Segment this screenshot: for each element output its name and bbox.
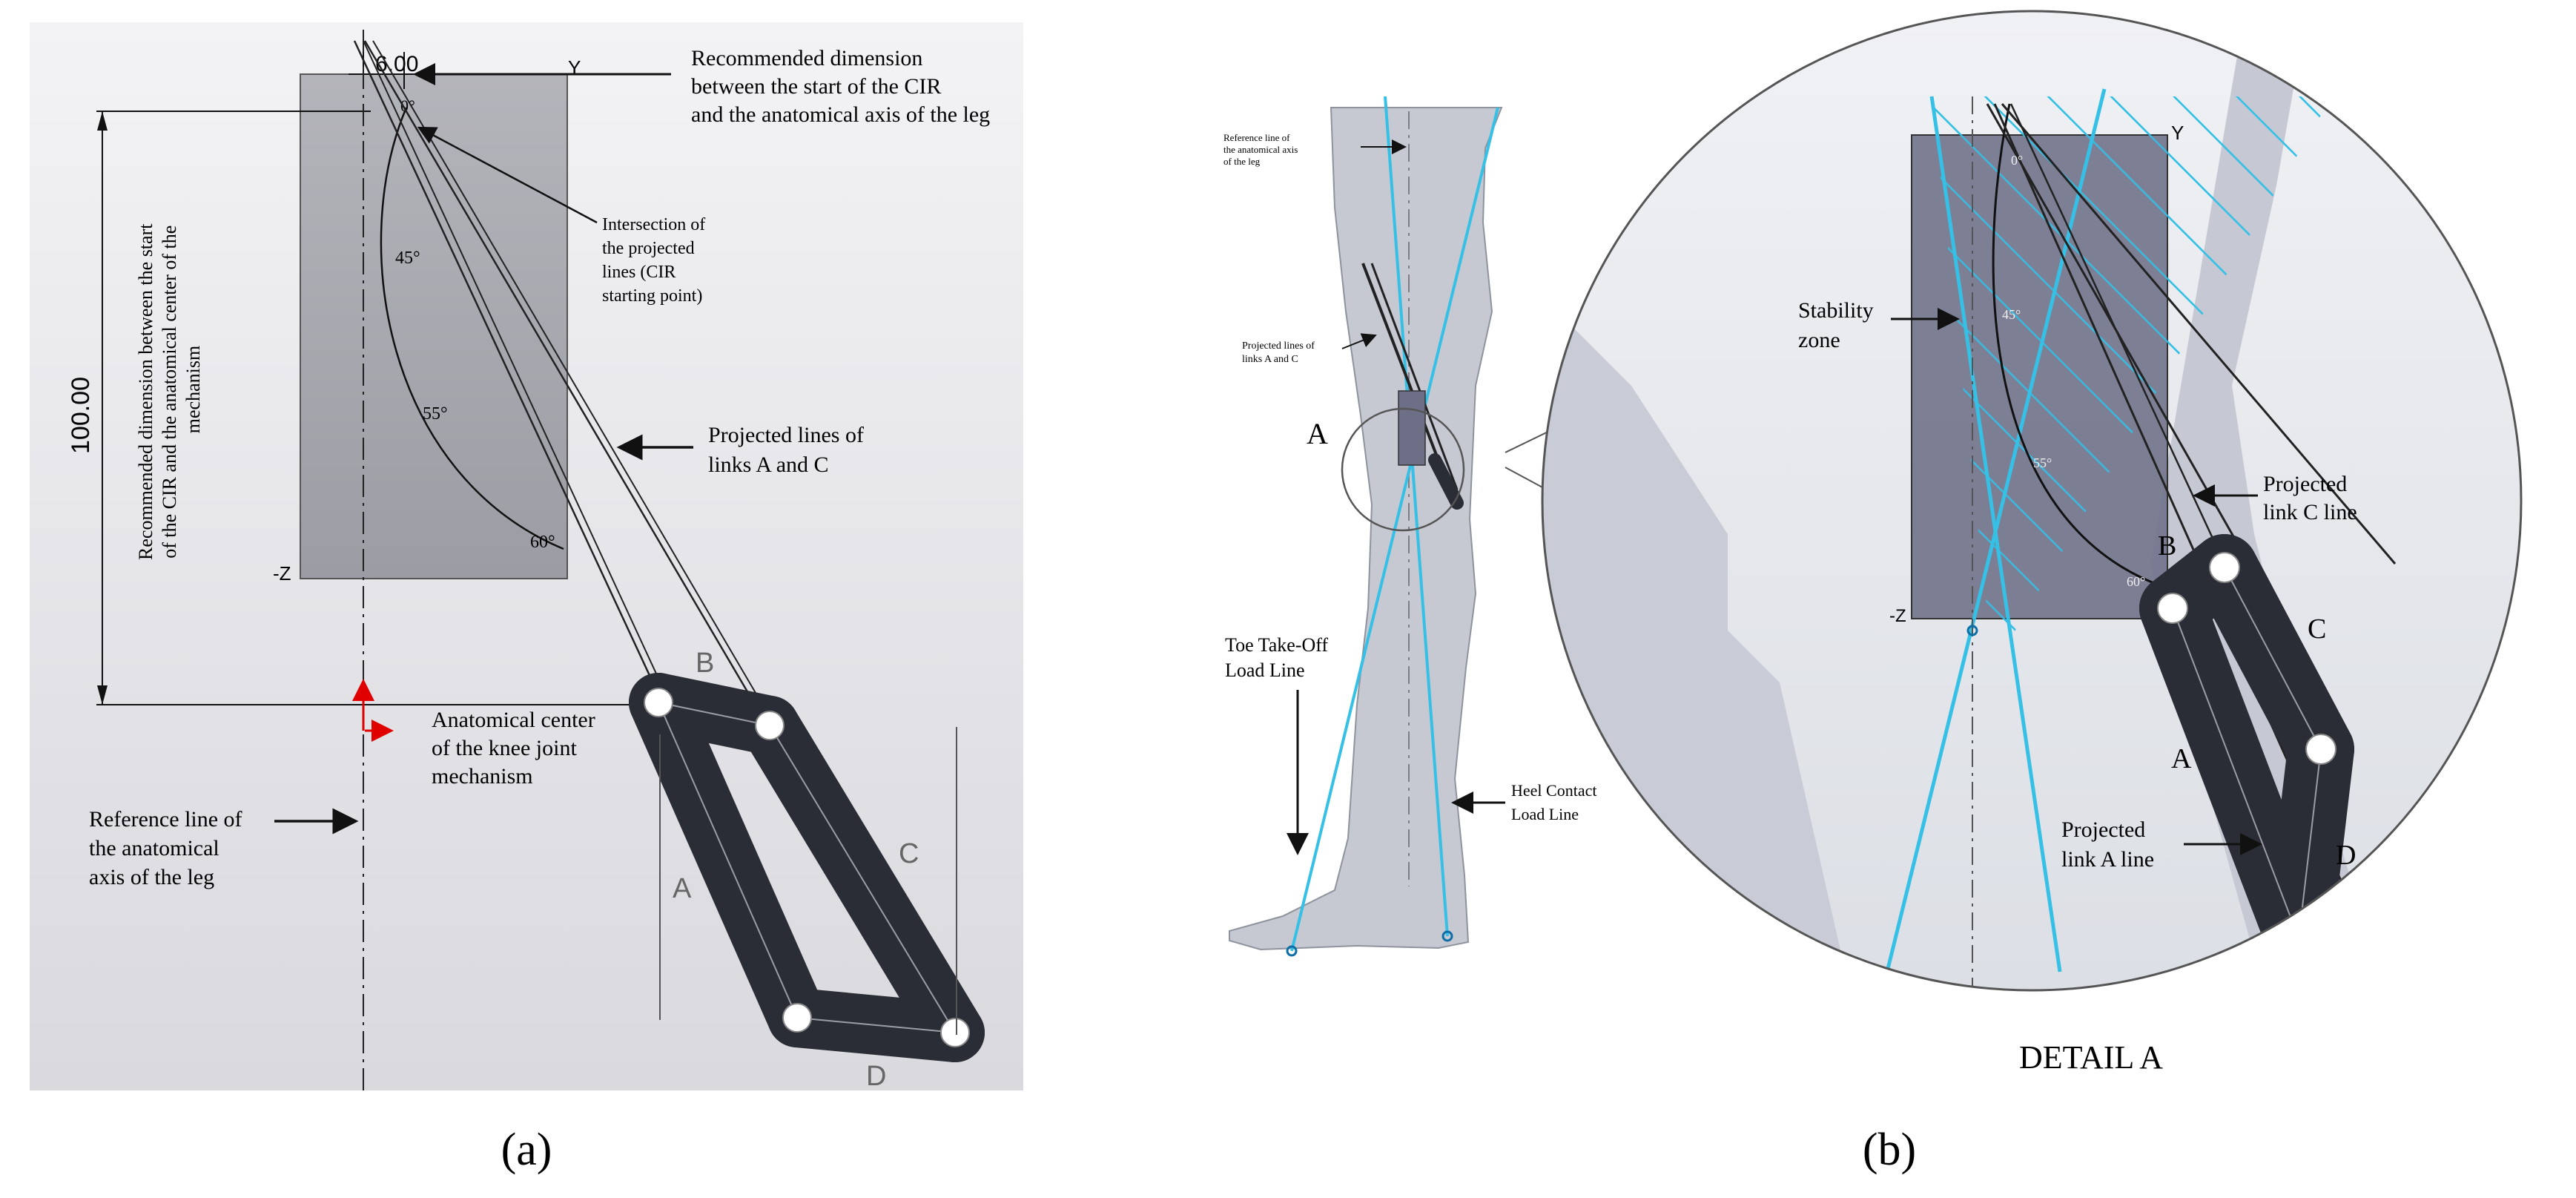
- cir-curve-detail: [1992, 103, 2162, 588]
- letter-b-a: B: [696, 648, 714, 679]
- letter-a-a: A: [673, 873, 692, 904]
- note-link-a-detail: Projected link A line: [2061, 817, 2154, 872]
- small-linkage: [1428, 453, 1464, 510]
- detail-circle-outline: [1541, 10, 2523, 992]
- pointer-intersection: [417, 126, 598, 224]
- angle-55-a: 55°: [423, 404, 448, 424]
- projected-line-c-1: [363, 40, 767, 724]
- angle-0-a: 0°: [400, 96, 415, 115]
- note-toe-b: Toe Take-Off Load Line: [1225, 634, 1333, 681]
- note-reference-line: Reference line of the anatomical axis of…: [89, 807, 248, 889]
- stability-zone-label: Stability zone: [1798, 298, 1879, 352]
- dim-side-value: 100.00: [67, 377, 95, 454]
- pivot-bottom-right: [940, 1018, 970, 1047]
- detail-circle-small: [1341, 407, 1465, 532]
- detail-axis-z: -Z: [1889, 606, 1906, 626]
- detail-letter-d: D: [2336, 840, 2356, 871]
- angle-45-a: 45°: [395, 249, 420, 268]
- detail-pivot-1: [2157, 593, 2188, 624]
- axis-z-label-a: -Z: [273, 562, 291, 585]
- detail-view: Y -Z 0° 45° 55° 60° Stability zone B C A…: [1541, 10, 2523, 992]
- cir-rectangle: [300, 73, 568, 579]
- letter-c-a: C: [899, 838, 919, 869]
- note-projected-lines: Projected lines of links A and C: [708, 423, 869, 477]
- pivot-bottom-left: [782, 1003, 812, 1033]
- detail-letter-b: B: [2158, 530, 2176, 562]
- note-heel-b: Heel Contact Load Line: [1511, 781, 1601, 823]
- toe-point: [1286, 945, 1298, 957]
- note-intersection: Intersection of the projected lines (CIR…: [602, 215, 710, 306]
- projected-line-a-2: [363, 40, 670, 703]
- detail-axis-y: Y: [2171, 122, 2184, 144]
- four-bar-linkage-detail: [2139, 534, 2354, 972]
- detail-angle-55: 55°: [2033, 455, 2052, 470]
- detail-angle-0: 0°: [2011, 153, 2023, 168]
- panel-a: 100.00 6.00 Y -Z 0° 45° 55° 60°: [30, 22, 1023, 1175]
- heel-load-line: [1384, 96, 1449, 937]
- detail-projected-line-3: [2001, 103, 2397, 565]
- detail-letter-c: C: [2308, 613, 2326, 645]
- small-cir-rect: [1398, 390, 1426, 466]
- detail-angle-60: 60°: [2127, 574, 2145, 589]
- detail-angle-45: 45°: [2002, 307, 2021, 322]
- note-projected-b: Projected lines of links A and C: [1242, 340, 1317, 365]
- detail-title: DETAIL A: [2019, 1039, 2163, 1076]
- detail-pivot-3: [2305, 734, 2336, 765]
- link-a-centerline: [658, 702, 798, 1018]
- letter-d-a: D: [866, 1061, 886, 1092]
- detail-pivot-4: [2283, 923, 2314, 954]
- detail-link-d-centerline: [2298, 748, 2322, 939]
- heel-point: [1441, 930, 1453, 942]
- detail-label-a: A: [1307, 417, 1328, 450]
- pivot-top-left: [644, 688, 673, 717]
- link-b-centerline: [658, 702, 770, 726]
- projected-line-a-1: [353, 40, 664, 703]
- detail-load-line-right: [1885, 88, 2107, 972]
- note-recommended-top: Recommended dimension between the start …: [691, 46, 990, 127]
- link-d-centerline: [796, 1017, 956, 1033]
- panel-b: A Reference line of the anatomical axis …: [1223, 10, 2523, 1175]
- detail-projected-line-4: [2009, 103, 2226, 565]
- small-projected-line-1: [1361, 263, 1451, 490]
- note-recommended-side-vertical: Recommended dimension between the start …: [135, 219, 204, 560]
- small-projected-line-2: [1370, 263, 1459, 490]
- note-link-c-detail: Projected link C line: [2263, 472, 2357, 524]
- projected-line-c-2: [372, 40, 774, 724]
- detail-axis-point: [1966, 625, 1978, 636]
- angle-60-a: 60°: [530, 533, 555, 552]
- dim-side-arrowhead-top: [97, 111, 108, 131]
- link-c-centerline: [769, 725, 956, 1033]
- cir-curve-a: [380, 107, 564, 550]
- pointer-projected-b: [1341, 333, 1377, 349]
- note-anatomical-center: Anatomical center of the knee joint mech…: [432, 708, 601, 789]
- note-reference-b: Reference line of the anatomical axis of…: [1223, 132, 1301, 167]
- pivot-top-right: [755, 711, 785, 740]
- detail-link-c-centerline: [2224, 567, 2322, 750]
- detail-letter-a: A: [2171, 743, 2192, 774]
- leg-silhouette: [1229, 107, 1503, 951]
- dim-side-arrowhead-bottom: [97, 685, 108, 705]
- detail-link-a-centerline: [2172, 608, 2299, 939]
- detail-pivot-2: [2209, 552, 2240, 583]
- stability-zone-overlay: [1932, 96, 2332, 668]
- four-bar-linkage-a: [629, 673, 985, 1062]
- detail-projected-line-1: [1986, 103, 2278, 613]
- caption-a: (a): [501, 1125, 552, 1175]
- caption-b: (b): [1863, 1125, 1916, 1175]
